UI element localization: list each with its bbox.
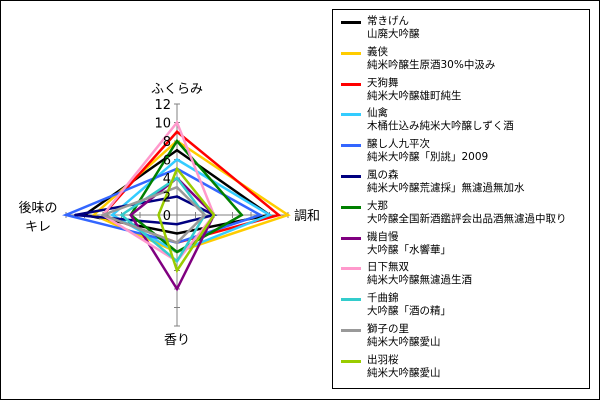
legend-swatch	[341, 359, 361, 363]
legend-series-name: 日下無双	[367, 261, 409, 274]
tick-label: 8	[163, 135, 171, 150]
series-point-10-0	[175, 186, 179, 189]
radar-axes	[65, 103, 289, 327]
legend-swatch	[341, 205, 361, 209]
legend-item: 義侠純米吟醸生原酒30%中汲み	[339, 46, 587, 74]
tick-label: 10	[154, 117, 171, 132]
legend-series-name: 千曲錦	[367, 292, 399, 305]
legend-series-sub: 山廃大吟醸	[367, 28, 420, 40]
series-point-11-1	[212, 213, 216, 217]
legend-item: 仙禽木桶仕込み純米大吟醸しずく酒	[339, 107, 587, 135]
legend-series-name: 磯自慢	[367, 230, 399, 243]
legend-item: 常きげん山廃大吟醸	[339, 15, 587, 43]
series-point-2-1	[277, 213, 280, 217]
axis-label-top: ふくらみ	[151, 82, 203, 97]
legend-item: 出羽桜純米大吟醸愛山	[339, 354, 587, 382]
legend-item: 日下無双純米大吟醸無濾過生酒	[339, 261, 587, 289]
legend-series-name: 大那	[367, 199, 388, 212]
series-point-3-3	[111, 213, 114, 217]
legend-item: 醸し人九平次純米大吟醸「別誂」2009	[339, 138, 587, 166]
series-point-9-0	[175, 176, 179, 180]
series-point-11-2	[175, 269, 179, 272]
series-point-0-0	[175, 149, 179, 152]
legend-item: 磯自慢大吟醸「水響華」	[339, 231, 587, 259]
legend-series-sub: 大吟醸「水響華」	[367, 243, 451, 256]
legend: 常きげん山廃大吟醸義侠純米吟醸生原酒30%中汲み天狗舞純米大吟醸雄町純生仙禽木桶…	[332, 9, 590, 389]
series-point-10-3	[101, 213, 105, 217]
axis-label-left: キレ	[25, 220, 51, 235]
legend-swatch	[341, 144, 361, 148]
axis-label-left: 後味の	[18, 201, 57, 216]
legend-series-sub: 純米大吟醸愛山	[367, 336, 441, 348]
legend-series-name: 獅子の里	[367, 323, 409, 335]
legend-item: 大那大吟醸全国新酒鑑評会出品酒無濾過中取り	[339, 200, 587, 228]
legend-swatch	[341, 113, 361, 117]
legend-item: 風の森純米大吟醸荒濾採」無濾過無加水	[339, 169, 587, 197]
tick-label: 2	[163, 191, 171, 206]
series-point-1-1	[286, 213, 290, 217]
legend-swatch	[341, 51, 361, 55]
legend-item: 天狗舞純米大吟醸雄町純生	[339, 77, 587, 105]
legend-series-sub: 純米吟醸生原酒30%中汲み	[367, 58, 496, 71]
tick-label: 6	[163, 154, 171, 169]
tick-label: 12	[154, 98, 171, 113]
series-point-5-0	[175, 195, 179, 198]
series-point-8-0	[175, 121, 179, 124]
legend-swatch	[341, 329, 361, 332]
legend-series-sub: 純米大吟醸雄町純生	[367, 89, 462, 102]
legend-series-name: 風の森	[367, 169, 399, 181]
legend-series-name: 天狗舞	[367, 76, 399, 89]
series-point-6-1	[240, 213, 243, 217]
series-point-4-1	[259, 213, 262, 217]
legend-series-sub: 純米大吟醸「別誂」2009	[367, 151, 489, 164]
legend-series-sub: 大吟醸「酒の精」	[367, 305, 451, 318]
legend-series-sub: 大吟醸全国新酒鑑評会出品酒無濾過中取り	[367, 212, 567, 225]
series-point-3-1	[268, 213, 271, 217]
legend-series-sub: 純米大吟醸無濾過生酒	[367, 274, 472, 287]
legend-item: 獅子の里純米大吟醸愛山	[339, 323, 587, 351]
legend-series-sub: 純米大吟醸愛山	[367, 366, 441, 379]
series-point-11-0	[175, 167, 179, 170]
series-point-6-2	[175, 250, 179, 254]
tick-label: 4	[163, 172, 171, 187]
legend-series-name: 仙禽	[367, 107, 388, 120]
legend-series-name: 常きげん	[367, 15, 409, 27]
series-point-0-2	[175, 232, 179, 235]
legend-swatch	[341, 267, 361, 271]
legend-swatch	[341, 82, 361, 86]
axis-label-right: 調和	[294, 209, 320, 224]
series-point-9-2	[175, 260, 179, 263]
axis-label-bottom: 香り	[164, 333, 190, 348]
series-point-11-3	[157, 213, 160, 217]
series-point-7-3	[129, 213, 132, 217]
series-point-9-3	[120, 213, 123, 217]
legend-swatch	[341, 298, 361, 302]
series-point-10-1	[203, 213, 206, 217]
legend-series-name: 義侠	[367, 45, 388, 58]
legend-item: 千曲錦大吟醸「酒の精」	[339, 292, 587, 320]
series-point-10-2	[175, 241, 179, 244]
series-point-5-2	[175, 223, 179, 226]
legend-series-sub: 木桶仕込み純米大吟醸しずく酒	[367, 120, 514, 133]
legend-series-name: 醸し人九平次	[367, 138, 430, 151]
series-point-5-3	[74, 213, 77, 217]
legend-series-sub: 純米大吟醸荒濾採」無濾過無加水	[367, 182, 525, 194]
series-point-3-0	[175, 158, 179, 161]
tick-label: 0	[163, 209, 171, 224]
series-point-2-0	[175, 130, 179, 133]
legend-swatch	[341, 21, 361, 24]
legend-swatch	[341, 236, 361, 240]
radar-tick-labels: 0 2 4 6 8 10 12	[154, 98, 171, 224]
series-point-4-3	[64, 213, 68, 217]
radar-series	[62, 120, 291, 292]
legend-swatch	[341, 175, 361, 178]
series-point-6-0	[175, 139, 179, 143]
legend-series-name: 出羽桜	[367, 353, 399, 366]
series-point-7-2	[175, 287, 179, 291]
